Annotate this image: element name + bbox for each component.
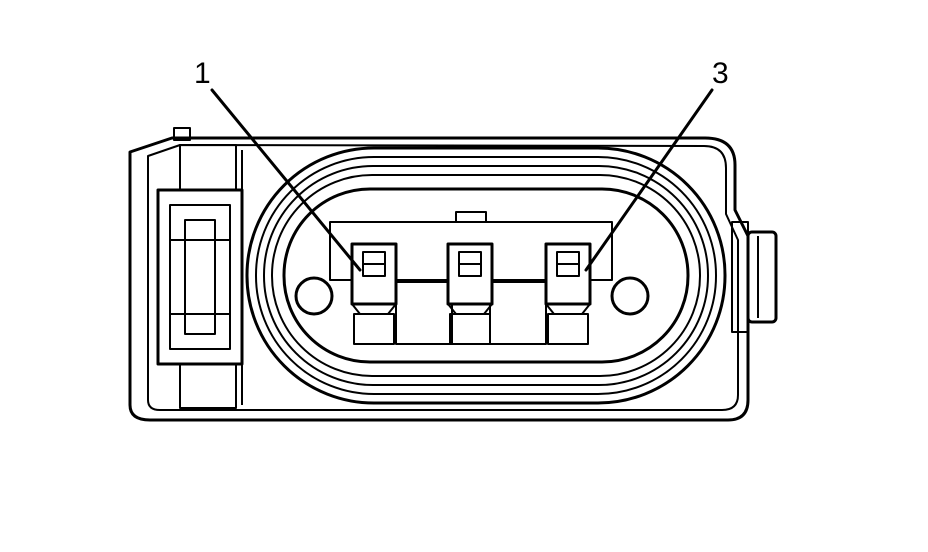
seal-ring-2 (255, 156, 717, 395)
locking-latch (156, 144, 244, 409)
seal-ring-outer (245, 146, 727, 405)
locating-hole-right (610, 276, 650, 316)
leader-line-3 (584, 88, 714, 272)
terminal-3 (544, 242, 592, 345)
terminal-cavity (282, 187, 690, 364)
latch-tab (173, 127, 191, 141)
leader-line-1 (210, 88, 362, 272)
connector-housing (128, 136, 750, 422)
seal-ring-3 (263, 165, 709, 386)
seal-ring-4 (271, 174, 701, 377)
locating-hole-left (294, 276, 334, 316)
center-rib-notch (455, 211, 487, 223)
side-retainer (731, 221, 778, 333)
housing-inner-outline (147, 144, 739, 411)
callout-label-1: 1 (194, 57, 211, 90)
terminal-2 (446, 242, 494, 345)
terminal-1 (350, 242, 398, 345)
terminal-bridge-a (395, 281, 453, 345)
terminal-bridge-b (489, 281, 547, 345)
callout-label-3: 3 (712, 57, 729, 90)
